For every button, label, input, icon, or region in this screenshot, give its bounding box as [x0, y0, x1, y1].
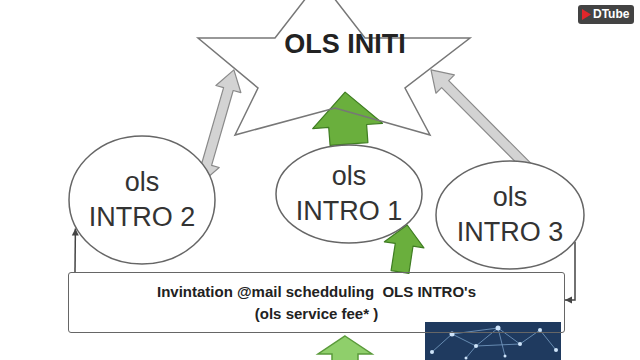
- circle-shape: [276, 145, 422, 243]
- node-text: (ols service fee* ): [157, 303, 476, 325]
- star-shape: [198, 0, 470, 135]
- node-text: ols INTRO 2: [83, 165, 201, 235]
- network-image: [425, 322, 561, 360]
- intro-circle: ols INTRO 1: [275, 144, 423, 244]
- thin-arrow: [72, 229, 79, 272]
- image-ground: [425, 322, 561, 360]
- text-holder: ols INTRO 1: [290, 159, 408, 229]
- node-text: Invintation @mail schedduling OLS INTRO'…: [157, 281, 476, 303]
- node-text: ols INTRO 1: [290, 159, 408, 229]
- intro-circle: ols INTRO 2: [68, 135, 216, 265]
- text-holder: Invintation @mail schedduling OLS INTRO'…: [157, 281, 476, 325]
- thin-arrow: [565, 242, 575, 304]
- invitation-band: Invintation @mail schedduling OLS INTRO'…: [68, 272, 565, 333]
- watermark-badge: [578, 5, 634, 24]
- circle-outline: [68, 135, 216, 265]
- star-outline: [195, 0, 475, 135]
- arrow-head: [565, 297, 572, 304]
- text-holder: ols INTRO 2: [83, 165, 201, 235]
- circle-shape: [436, 161, 584, 269]
- incoming-arrow: [318, 336, 372, 360]
- node-text: OLS INITI: [215, 28, 475, 60]
- watermark-text: DTube: [593, 7, 629, 21]
- watermark-play-icon: [582, 9, 591, 20]
- text-holder: ols INTRO 3: [451, 180, 569, 250]
- circle-outline: [435, 160, 585, 270]
- intro-circle: ols INTRO 3: [435, 160, 585, 270]
- text-holder: OLS INITI: [195, 28, 475, 60]
- star-node: OLS INITI: [195, 0, 475, 135]
- circle-outline: [275, 144, 423, 244]
- circle-shape: [69, 136, 215, 264]
- network-dots: [430, 326, 558, 360]
- node-text: ols INTRO 3: [451, 180, 569, 250]
